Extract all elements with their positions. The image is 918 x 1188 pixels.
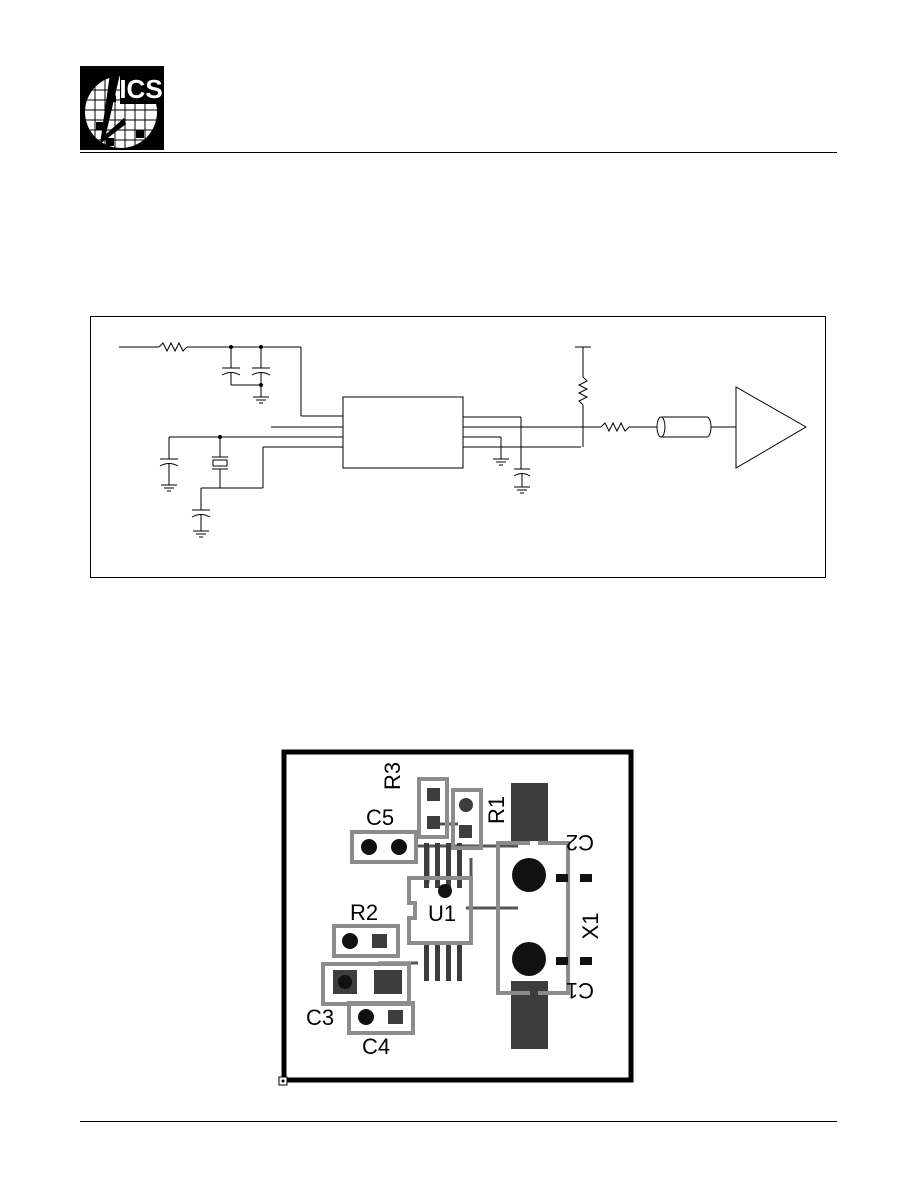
- input-resistor: [158, 341, 188, 353]
- label-r1: R1: [484, 796, 509, 824]
- receiver-buffer: [735, 386, 807, 469]
- label-x1: X1: [578, 913, 603, 940]
- board-outline: [281, 749, 634, 1083]
- label-c4: C4: [362, 1034, 390, 1059]
- label-r2: R2: [350, 900, 378, 925]
- u1-outline: [407, 876, 473, 945]
- label-u1: U1: [428, 901, 456, 926]
- label-r3: R3: [380, 762, 405, 790]
- header-rule: [80, 152, 837, 153]
- schematic-frame: [90, 316, 826, 578]
- pcb-layout: U1 R3 R1 C5 C2 X1 C1 R2 C3 C4: [278, 749, 634, 1086]
- label-c1: C1: [566, 978, 594, 1003]
- series-resistor: [600, 421, 630, 433]
- logo-text: ICS: [119, 74, 162, 104]
- footer-rule: [80, 1121, 837, 1122]
- schematic-diagram: [119, 341, 807, 538]
- ic-u1: [342, 396, 464, 469]
- pullup-resistor: [577, 376, 589, 406]
- label-c2: C2: [566, 830, 594, 855]
- label-c5: C5: [366, 805, 394, 830]
- label-c3: C3: [306, 1005, 334, 1030]
- ics-logo: ICS: [80, 66, 164, 150]
